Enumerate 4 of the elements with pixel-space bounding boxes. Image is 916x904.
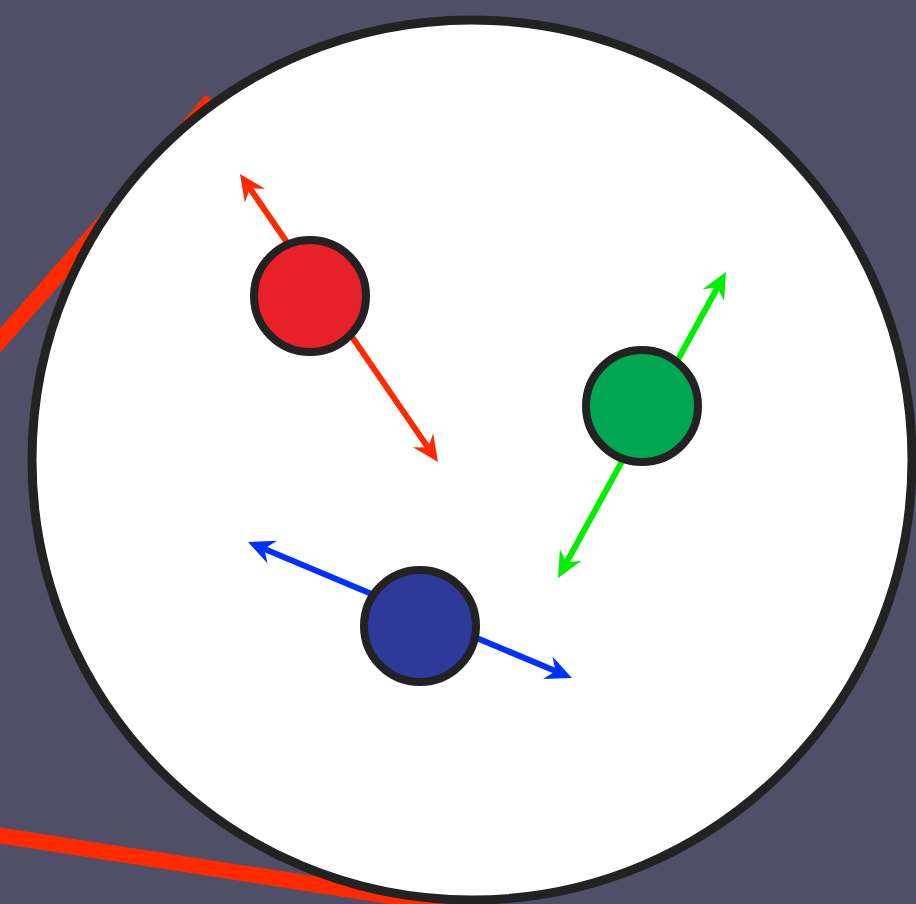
particle-dot: [360, 566, 480, 686]
circle-outline: [27, 15, 916, 904]
particle-dot: [250, 236, 370, 356]
particle-dot: [582, 346, 702, 466]
